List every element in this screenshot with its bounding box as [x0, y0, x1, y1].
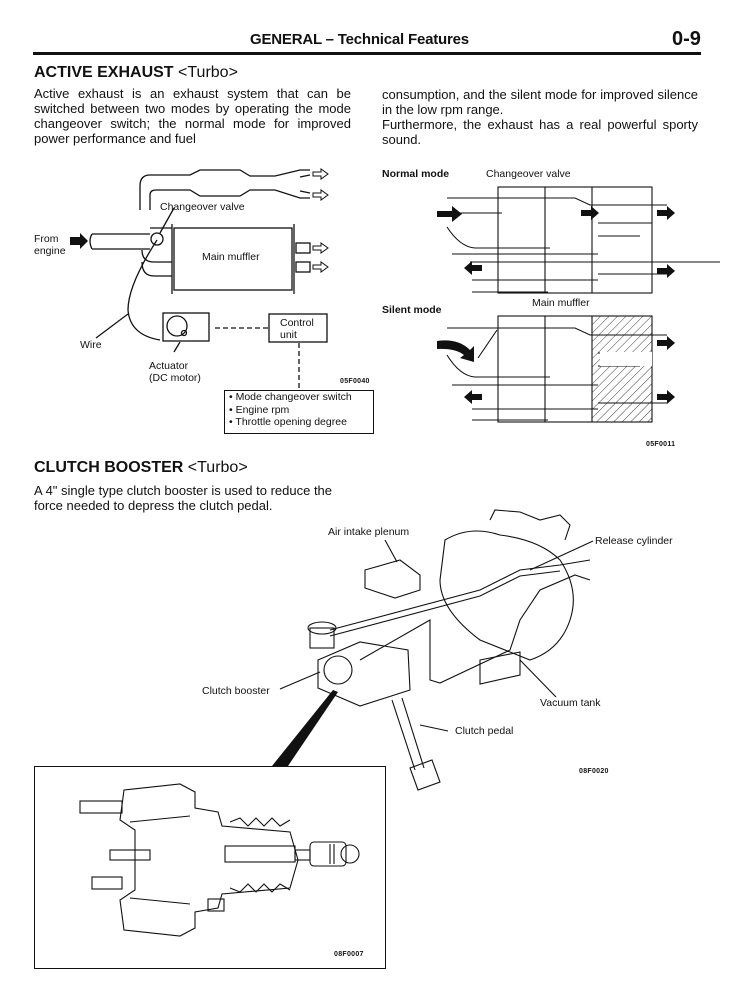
hydraulic-line: [329, 570, 561, 637]
page-header-title: GENERAL – Technical Features: [250, 31, 469, 48]
label-mode-main-muffler: Main muffler: [532, 297, 590, 309]
vacuum-tank-bracket: [479, 651, 521, 685]
flow-arrow-icon: [657, 206, 675, 220]
label-normal-mode: Normal mode: [382, 168, 450, 180]
label-mode-changeover-valve: Changeover valve: [486, 168, 571, 180]
transmission-outline: [439, 530, 574, 661]
outlet-arrow-icon: [312, 168, 329, 180]
flow-arrow-icon: [437, 206, 462, 222]
control-input-item: • Engine rpm: [229, 403, 290, 416]
control-input-text: Mode changeover switch: [235, 391, 352, 403]
page-number: 0-9: [672, 28, 701, 50]
clutch-booster-heading-tag: <Turbo>: [187, 459, 248, 476]
label-from-engine: From engine: [34, 233, 66, 257]
flow-arrow-icon: [581, 206, 599, 220]
clutch-pedal-arm: [391, 697, 425, 771]
clutch-booster-heading: CLUTCH BOOSTER <Turbo>: [34, 459, 248, 477]
figure-code-05F0040: 05F0040: [340, 378, 370, 385]
header-rule: [33, 52, 701, 55]
active-exhaust-paragraph-left: Active exhaust is an exhaust system that…: [34, 86, 351, 146]
label-silent-mode: Silent mode: [382, 304, 442, 316]
flow-arrow-icon: [437, 340, 474, 362]
label-clutch-booster: Clutch booster: [202, 685, 270, 697]
label-main-muffler: Main muffler: [202, 251, 260, 263]
active-exhaust-paragraph-right-1: consumption, and the silent mode for imp…: [382, 87, 698, 117]
label-clutch-pedal: Clutch pedal: [455, 725, 514, 737]
wire-line: [127, 239, 161, 341]
inlet-pipe: [89, 233, 150, 250]
label-wire: Wire: [80, 339, 102, 351]
active-exhaust-heading-tag: <Turbo>: [178, 64, 238, 81]
vacuum-line: [359, 574, 591, 684]
clutch-booster-detail-box: [34, 766, 386, 969]
clutch-booster-paragraph: A 4" single type clutch booster is used …: [34, 483, 333, 513]
flow-arrow-icon: [657, 336, 675, 350]
active-exhaust-paragraph-right-2: Furthermore, the exhaust has a real powe…: [382, 117, 698, 147]
control-input-text: Throttle opening degree: [235, 416, 347, 428]
label-vacuum-tank: Vacuum tank: [540, 697, 601, 709]
flow-arrow-icon: [464, 261, 482, 275]
figure-code-08F0020: 08F0020: [579, 768, 609, 775]
label-changeover-valve: Changeover valve: [160, 201, 245, 213]
label-air-intake-plenum: Air intake plenum: [328, 526, 410, 538]
control-inputs-box: • Mode changeover switch • Engine rpm • …: [224, 390, 374, 434]
outlet-arrow-icon: [312, 261, 329, 273]
bypass-pipe: [139, 169, 311, 210]
control-input-text: Engine rpm: [235, 403, 290, 416]
flow-arrow-icon: [657, 264, 675, 278]
clutch-booster-heading-text: CLUTCH BOOSTER: [34, 459, 184, 476]
label-actuator-sub: (DC motor): [149, 372, 201, 384]
label-release-cylinder: Release cylinder: [595, 535, 673, 547]
control-input-item: • Throttle opening degree: [229, 416, 347, 428]
flow-arrow-icon: [657, 390, 675, 404]
clutch-pedal-pad: [409, 759, 441, 791]
control-input-item: • Mode changeover switch: [229, 391, 352, 403]
control-unit-box: [268, 313, 328, 343]
outlet-arrow-icon: [312, 189, 329, 201]
flow-arrow-icon: [464, 390, 482, 404]
actuator-box: [162, 312, 210, 342]
active-exhaust-heading-text: ACTIVE EXHAUST: [34, 64, 174, 81]
changeover-valve: [150, 232, 164, 246]
label-control-unit: Control unit: [280, 317, 314, 341]
figure-code-08F0007: 08F0007: [334, 951, 364, 958]
active-exhaust-heading: ACTIVE EXHAUST <Turbo>: [34, 64, 238, 82]
clutch-booster-body: [317, 641, 411, 707]
detail-callout-wedge: [272, 690, 338, 766]
hydraulic-line: [329, 559, 591, 631]
label-actuator: Actuator: [149, 360, 189, 372]
outlet-arrow-icon: [312, 242, 329, 254]
from-engine-arrow-icon: [70, 233, 88, 249]
figure-code-05F0011: 05F0011: [646, 441, 676, 448]
main-muffler-body: [173, 227, 293, 291]
